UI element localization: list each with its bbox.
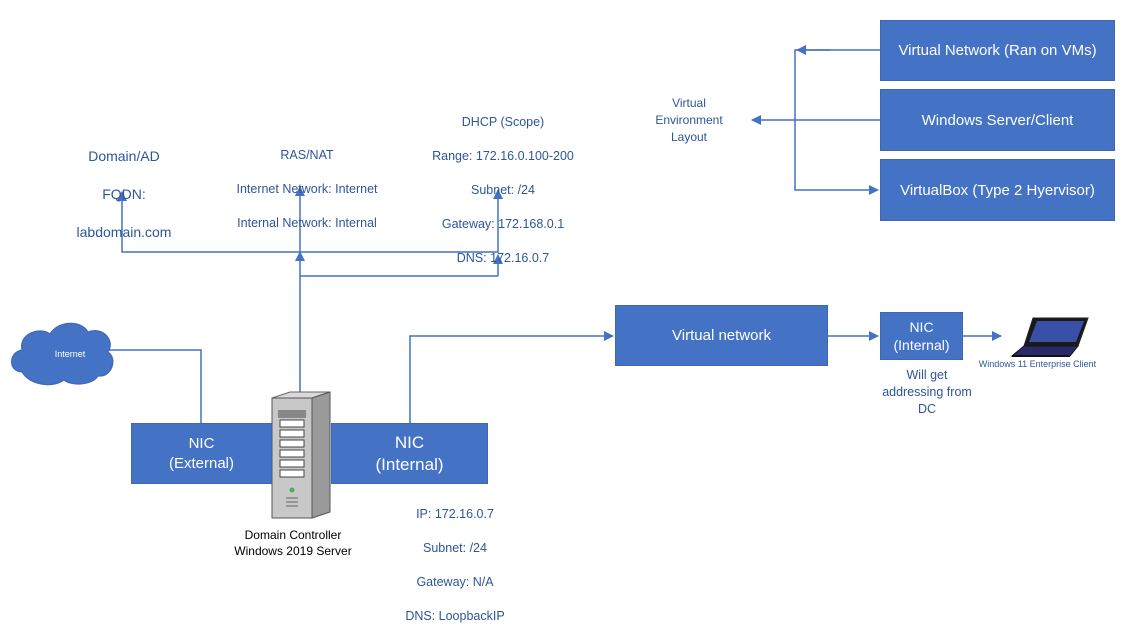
internet-line: [100, 349, 202, 423]
ras-nat-line-3: Internal Network: Internal: [237, 216, 377, 230]
nic-internal-box: NIC (Internal): [331, 423, 488, 484]
windows-server-client-box: Windows Server/Client: [880, 89, 1115, 151]
ras-nat-line-1: RAS/NAT: [280, 148, 334, 162]
domain-ad-line-1: Domain/AD: [88, 148, 160, 164]
server-caption: Domain Controller Windows 2019 Server: [234, 528, 352, 558]
nic-internal-config: IP: 172.16.0.7 Subnet: /24 Gateway: N/A …: [390, 489, 520, 642]
virtual-environment-label: Virtual Environment Layout: [655, 96, 723, 144]
virtual-network-box: Virtual network: [615, 305, 828, 366]
client-nic-note: Will get addressing from DC: [882, 368, 972, 416]
dhcp-line-5: DNS: 172.16.0.7: [456, 251, 550, 265]
ras-nat-line-2: Internet Network: Internet: [236, 182, 378, 196]
internet-label: Internet: [55, 349, 86, 359]
nic-external-label: NIC (External): [168, 434, 235, 472]
nic-external-box: NIC (External): [131, 423, 272, 484]
dhcp-line: [300, 189, 503, 253]
dhcp-line-4: Gateway: 172.168.0.1: [441, 217, 565, 231]
nic-internal-to-virtual-network: [409, 331, 614, 423]
virtual-network-vms-label: Virtual Network (Ran on VMs): [898, 42, 1097, 59]
virtual-network-label: Virtual network: [672, 327, 771, 344]
domain-ad-label: Domain/AD FQDN: labdomain.com: [64, 128, 184, 261]
nic-config-line-3: Gateway: N/A: [416, 575, 494, 589]
dhcp-line-1: DHCP (Scope): [461, 115, 545, 129]
ras-nat-label: RAS/NAT Internet Network: Internet Inter…: [222, 130, 392, 249]
domain-ad-line-2: FQDN:: [102, 186, 146, 202]
server-tower-icon: [271, 391, 331, 519]
client-caption: Windows 11 Enterprise Client: [978, 359, 1097, 369]
nic-config-line-1: IP: 172.16.0.7: [416, 507, 494, 521]
cloud-icon: [11, 322, 114, 386]
virtualbox-label: VirtualBox (Type 2 Hyervisor): [900, 181, 1095, 199]
nic-config-line-4: DNS: LoopbackIP: [405, 609, 505, 623]
dhcp-label: DHCP (Scope) Range: 172.16.0.100-200 Sub…: [423, 97, 583, 284]
connection-lines: Internet: [11, 45, 1089, 519]
client-nic-label: NIC (Internal): [893, 319, 950, 353]
dhcp-line-2: Range: 172.16.0.100-200: [432, 149, 574, 163]
client-nic-box: NIC (Internal): [880, 312, 963, 360]
domain-ad-line-3: labdomain.com: [76, 224, 172, 240]
virtualbox-box: VirtualBox (Type 2 Hyervisor): [880, 159, 1115, 221]
domain-ad-line: [117, 191, 300, 253]
virtual-network-vms-box: Virtual Network (Ran on VMs): [880, 20, 1115, 81]
dhcp-line-3: Subnet: /24: [471, 183, 535, 197]
nic-internal-label: NIC (Internal): [375, 432, 444, 474]
nic-config-line-2: Subnet: /24: [423, 541, 487, 555]
windows-server-client-label: Windows Server/Client: [921, 111, 1074, 129]
laptop-icon: [1010, 317, 1089, 357]
